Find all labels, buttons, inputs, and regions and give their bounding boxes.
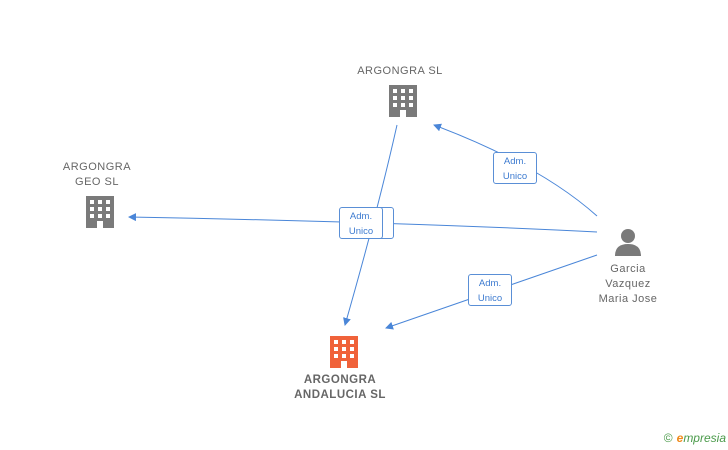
role-line2: Unico: [477, 293, 503, 304]
role-line1: Adm.: [478, 278, 502, 289]
person-icon[interactable]: [615, 229, 641, 256]
person-name-line2: Vazquez: [605, 278, 651, 290]
empresia-logo[interactable]: ©empresia: [664, 431, 726, 445]
copyright-symbol: ©: [663, 431, 673, 445]
edge-label-argongra-sl-andalucia[interactable]: Adm. Unico: [339, 207, 383, 239]
role-line2: Unico: [502, 171, 528, 182]
node-label-argongra-sl[interactable]: ARGONGRA SL: [340, 64, 460, 79]
brand-initial: e: [676, 431, 684, 445]
company-name-line1: ARGONGRA: [303, 374, 377, 386]
node-label-argongra-andalucia[interactable]: ARGONGRA ANDALUCIA SL: [270, 373, 410, 403]
person-name-line1: Garcia: [610, 263, 646, 275]
building-icon[interactable]: [389, 85, 417, 117]
role-line1: Adm.: [349, 211, 373, 222]
building-icon[interactable]: [86, 196, 114, 228]
node-label-argongra-geo[interactable]: ARGONGRA GEO SL: [40, 160, 154, 190]
edge-label-person-argongra-andalucia[interactable]: Adm. Unico: [468, 274, 512, 306]
company-name-line1: ARGONGRA: [62, 161, 132, 173]
building-icon[interactable]: [330, 336, 358, 368]
company-name-line2: ANDALUCIA SL: [294, 389, 386, 401]
node-label-person[interactable]: Garcia Vazquez Maria Jose: [578, 262, 678, 307]
role-line2: Unico: [348, 226, 374, 237]
role-line1: Adm.: [503, 156, 527, 167]
company-name-line2: GEO SL: [75, 176, 119, 188]
edge-label-person-argongra-sl[interactable]: Adm. Unico: [493, 152, 537, 184]
company-name: ARGONGRA SL: [357, 65, 443, 77]
person-name-line3: Maria Jose: [598, 293, 658, 305]
brand-rest: mpresia: [683, 431, 726, 445]
